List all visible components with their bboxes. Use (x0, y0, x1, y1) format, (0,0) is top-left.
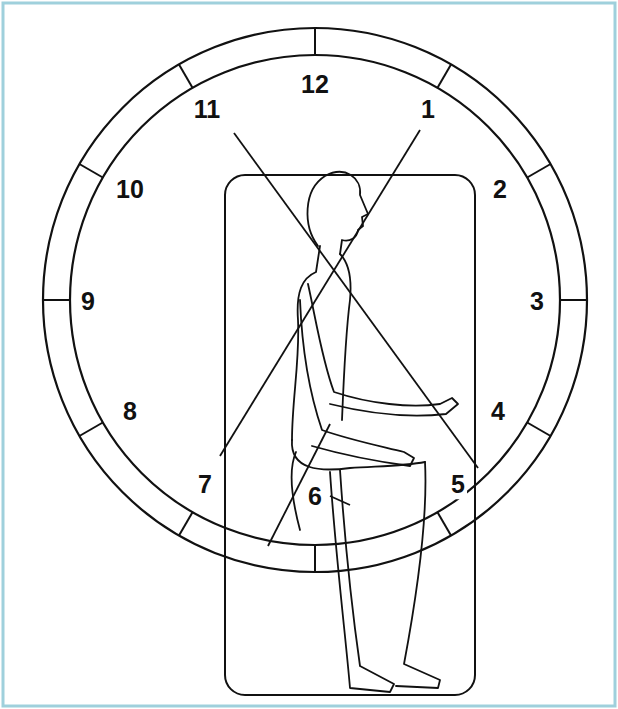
hour-tick (438, 64, 452, 87)
far-arm (300, 300, 414, 466)
hour-tick (560, 299, 587, 301)
frame (3, 3, 615, 706)
hour-ticks (43, 28, 587, 572)
axis-6 (268, 424, 330, 546)
clock-number: 6 (306, 483, 324, 511)
clock-number: 3 (528, 288, 546, 316)
axis-1-7 (220, 130, 420, 456)
clock-number: 8 (121, 398, 139, 426)
rotation-axes (220, 130, 478, 546)
hour-tick (179, 512, 193, 535)
head (308, 172, 368, 254)
clock-number: 4 (489, 398, 507, 426)
hour-tick (438, 512, 452, 535)
clock-number: 10 (114, 176, 146, 204)
hour-tick (179, 64, 193, 87)
hour-tick (79, 423, 102, 437)
clock-outer-ring (43, 28, 587, 572)
clock-number: 9 (79, 288, 97, 316)
near-leg (396, 462, 440, 688)
seated-figure (292, 172, 458, 692)
clock-number: 1 (419, 96, 437, 124)
hour-tick (314, 28, 316, 55)
leader-6 (330, 496, 350, 505)
hour-tick (314, 545, 316, 572)
hour-tick (43, 299, 70, 301)
body-panel (225, 175, 475, 695)
clock-number: 5 (449, 471, 467, 499)
clock-inner-ring (70, 55, 560, 545)
far-leg (330, 470, 394, 692)
clock-number: 11 (192, 96, 222, 124)
near-arm (308, 284, 458, 416)
hour-tick (527, 423, 550, 437)
hour-tick (527, 164, 550, 178)
clock-number: 12 (299, 71, 331, 99)
hour-tick (79, 164, 102, 178)
clock-number: 2 (491, 176, 509, 204)
thigh (292, 440, 425, 470)
clock-number: 7 (196, 471, 214, 499)
axis-11-5 (234, 133, 478, 468)
